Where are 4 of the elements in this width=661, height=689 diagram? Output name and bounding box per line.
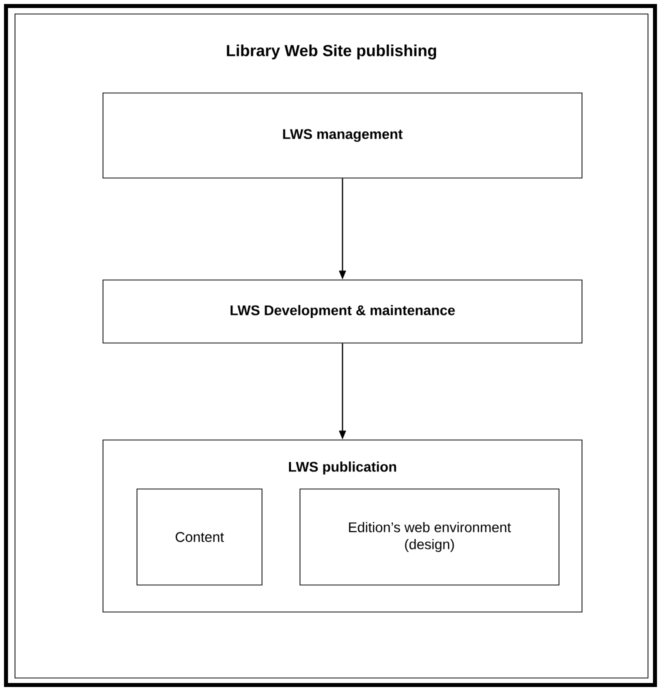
content-box: Edition’s web environment (design) xyxy=(300,488,560,586)
content-box: Content xyxy=(136,488,262,586)
process-box: LWS management xyxy=(102,92,582,178)
process-box: LWS Development & maintenance xyxy=(102,280,582,344)
